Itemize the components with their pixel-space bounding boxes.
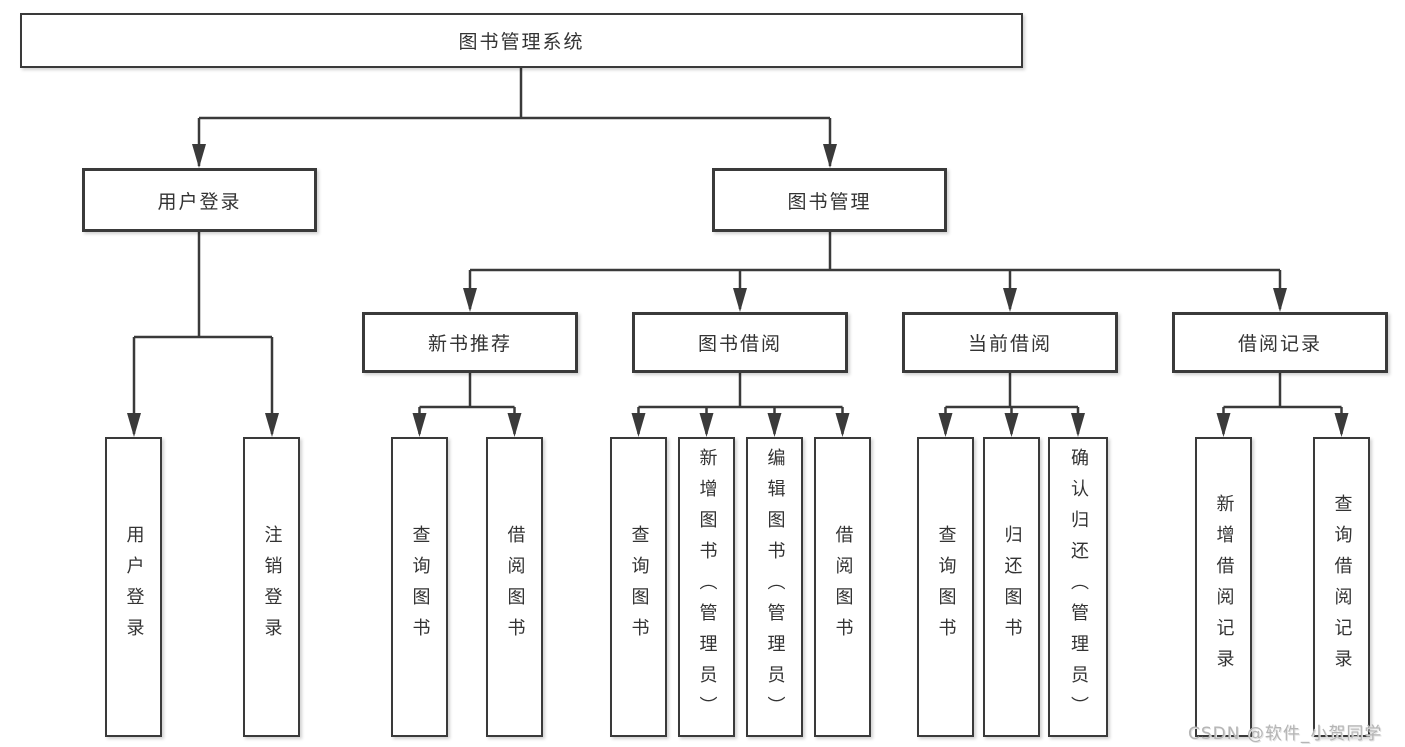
- node-logout-action: 注销登录: [243, 437, 300, 737]
- arrowheads: [127, 144, 1349, 437]
- node-label: 查询图书: [409, 525, 431, 649]
- node-label: 确认归还（管理员）: [1068, 447, 1089, 727]
- node-label: 新增借阅记录: [1213, 494, 1235, 680]
- node-label: 借阅记录: [1237, 333, 1322, 355]
- node-add-books-admin: 新增图书（管理员）: [678, 437, 735, 737]
- node-query-borrow-record: 查询借阅记录: [1313, 437, 1370, 737]
- node-book-management: 图书管理: [712, 168, 947, 232]
- node-label: 用户登录: [123, 525, 145, 649]
- node-label: 用户登录: [157, 190, 242, 213]
- node-query-books-recommend: 查询图书: [391, 437, 448, 737]
- node-new-book-recommend: 新书推荐: [362, 312, 578, 373]
- node-confirm-return-admin: 确认归还（管理员）: [1048, 437, 1108, 737]
- node-label: 注销登录: [261, 525, 283, 649]
- node-label: 查询图书: [935, 525, 957, 649]
- node-borrow-books-action: 借阅图书: [814, 437, 871, 737]
- node-label: 图书管理: [787, 190, 872, 213]
- node-query-books-current: 查询图书: [917, 437, 974, 737]
- node-label: 查询借阅记录: [1331, 494, 1353, 680]
- node-book-borrow: 图书借阅: [632, 312, 848, 373]
- node-label: 编辑图书（管理员）: [764, 447, 786, 727]
- node-root: 图书管理系统: [20, 13, 1023, 68]
- node-user-login-action: 用户登录: [105, 437, 162, 737]
- node-return-books: 归还图书: [983, 437, 1040, 737]
- node-borrow-books-recommend: 借阅图书: [486, 437, 543, 737]
- node-add-borrow-record: 新增借阅记录: [1195, 437, 1252, 737]
- node-current-borrow: 当前借阅: [902, 312, 1118, 373]
- node-borrow-records: 借阅记录: [1172, 312, 1388, 373]
- node-label: 图书管理系统: [458, 31, 585, 53]
- node-label: 查询图书: [628, 525, 650, 649]
- node-label: 图书借阅: [697, 333, 782, 355]
- node-label: 当前借阅: [967, 333, 1052, 355]
- node-edit-books-admin: 编辑图书（管理员）: [746, 437, 803, 737]
- node-label: 借阅图书: [832, 525, 854, 649]
- node-label: 新增图书（管理员）: [696, 447, 718, 727]
- node-label: 归还图书: [1001, 525, 1023, 649]
- node-label: 借阅图书: [504, 525, 526, 649]
- node-label: 新书推荐: [427, 333, 512, 355]
- node-user-login: 用户登录: [82, 168, 317, 232]
- node-query-books-borrow: 查询图书: [610, 437, 667, 737]
- watermark: CSDN @软件_小贺同学: [1188, 724, 1383, 744]
